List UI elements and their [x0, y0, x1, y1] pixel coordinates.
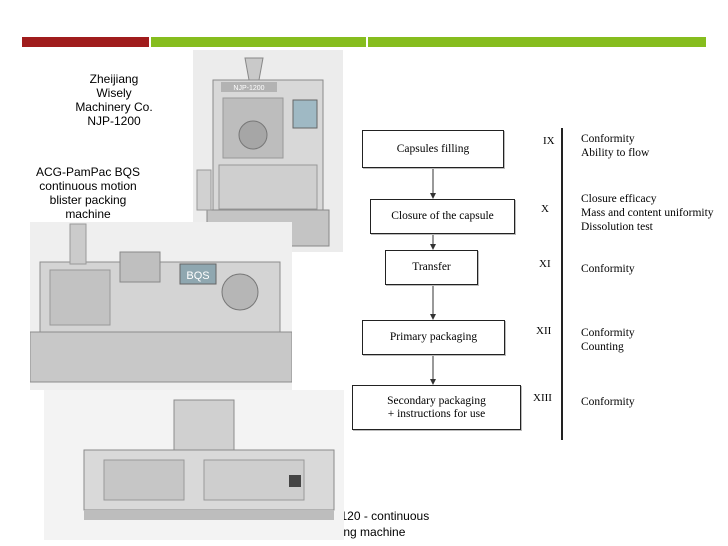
blister-packing-machine-photo: BQS	[30, 222, 292, 390]
flow-step-label: Transfer	[412, 261, 451, 273]
caption-zhejiang: Zheijiang Wisely Machinery Co. NJP-1200	[60, 72, 168, 128]
header-bar-light-segment	[151, 37, 366, 47]
requirement-item: Mass and content uniformity	[581, 207, 714, 219]
stage-numeral: XII	[536, 325, 552, 337]
caption-line: ACG-PamPac BQS	[35, 165, 141, 179]
requirement-item: Conformity	[581, 327, 635, 339]
header-bar-dark-segment	[22, 37, 149, 47]
flow-step-label: Capsules filling	[396, 142, 470, 155]
stage-numeral: X	[541, 203, 549, 215]
header-bar-light-segment	[368, 37, 706, 47]
stage-numeral: IX	[543, 135, 555, 147]
stage-numeral: XIII	[533, 392, 552, 404]
requirement-item: Closure efficacy	[581, 193, 657, 205]
caption-line: blister packing	[49, 193, 127, 207]
flow-step-label: Primary packaging	[389, 331, 478, 343]
caption-line: NJP-1200	[87, 114, 141, 128]
flow-step-box: Closure of the capsule	[370, 199, 515, 234]
requirement-item: Conformity	[581, 133, 635, 145]
requirements-divider-line	[561, 128, 563, 440]
flow-step-label: Closure of the capsule	[391, 210, 494, 222]
requirements-list: Conformity	[581, 395, 635, 409]
flow-step-box: Secondary packaging + instructions for u…	[352, 385, 521, 430]
flow-step-box: Primary packaging	[362, 320, 505, 355]
cartoning-machine-photo	[44, 390, 344, 540]
caption-line: machine	[65, 207, 111, 221]
caption-line: Wisely	[96, 86, 132, 100]
caption-line: Machinery Co.	[75, 100, 153, 114]
machine-label-njp: NJP-1200	[233, 85, 264, 92]
caption-line: continuous motion	[39, 179, 137, 193]
requirement-item: Conformity	[581, 263, 635, 275]
requirement-item: Ability to flow	[581, 147, 650, 159]
requirement-item: Dissolution test	[581, 221, 653, 233]
machine-label-bqs: BQS	[186, 270, 209, 282]
caption-acg-pampac: ACG-PamPac BQS continuous motion blister…	[28, 165, 148, 221]
requirement-item: Counting	[581, 341, 624, 353]
flow-step-box: Transfer	[385, 250, 478, 285]
stage-numeral: XI	[539, 258, 551, 270]
flow-step-box: Capsules filling	[362, 130, 504, 168]
requirements-list: Conformity	[581, 262, 635, 276]
flow-step-label: Secondary packaging + instructions for u…	[387, 394, 486, 420]
caption-line: Zheijiang	[89, 72, 139, 86]
requirement-item: Conformity	[581, 396, 635, 408]
